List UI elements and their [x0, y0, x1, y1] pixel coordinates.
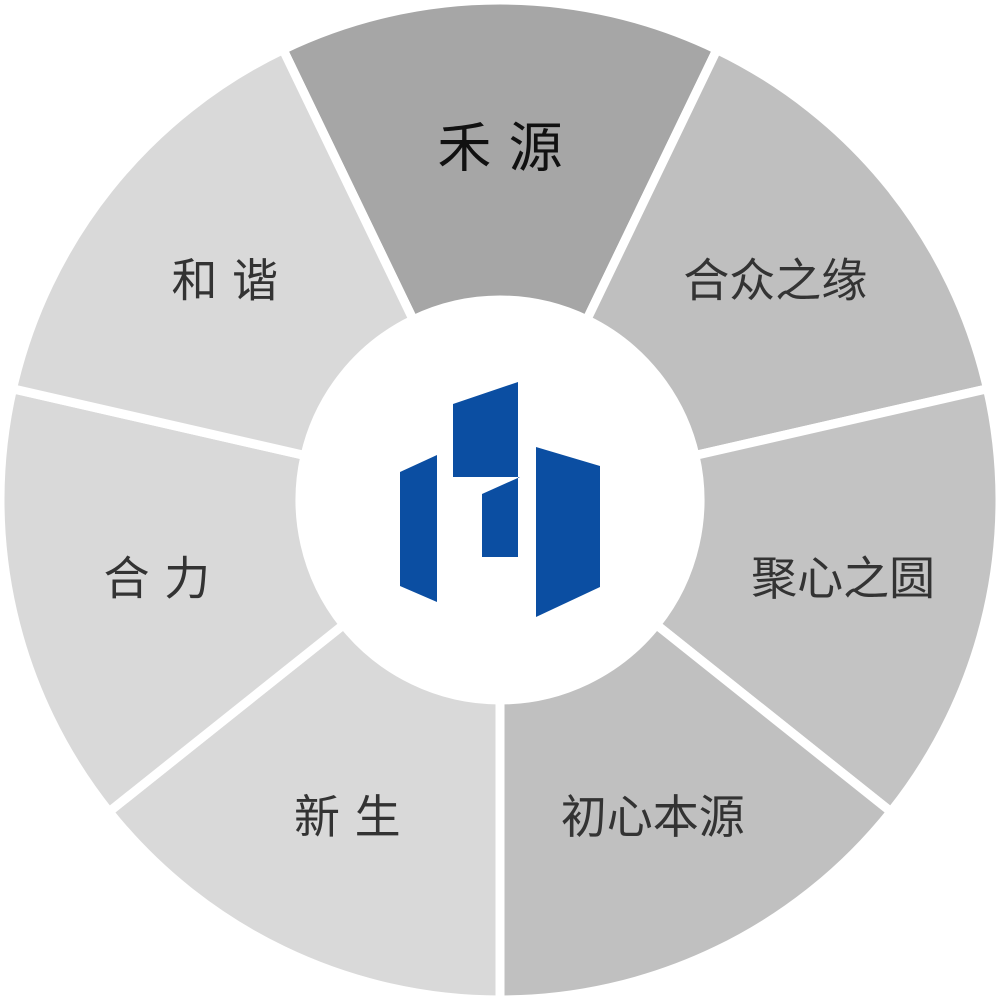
segment-label-heli: 合 力 [104, 551, 211, 605]
logo-middle-shape [453, 382, 520, 557]
segment-label-heyuan: 禾 源 [437, 117, 562, 180]
company-logo-icon [400, 382, 600, 617]
logo-right-bar [536, 447, 600, 617]
segment-label-chuxinbenyuan: 初心本源 [561, 790, 745, 844]
segment-label-juxinzhiyuan: 聚心之圆 [751, 551, 935, 605]
segment-label-xinsheng: 新 生 [294, 790, 401, 844]
logo-left-bar [400, 455, 437, 602]
segment-label-hezhongzhiyuan: 合众之缘 [683, 254, 867, 308]
segment-label-hexie: 和 谐 [171, 254, 278, 308]
